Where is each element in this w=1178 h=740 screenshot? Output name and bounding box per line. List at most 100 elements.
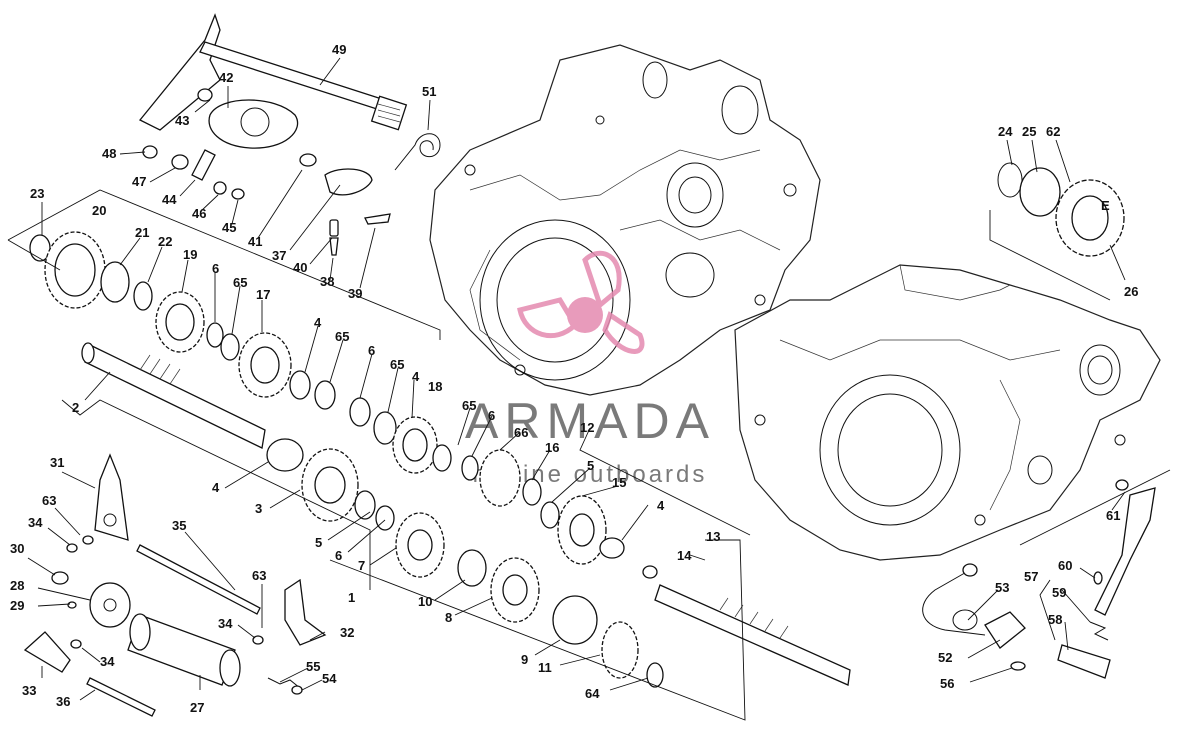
callout-43: 43 xyxy=(175,113,189,128)
sensor-53 xyxy=(922,563,1026,671)
gearshift-shaft xyxy=(138,13,408,131)
callout-19: 19 xyxy=(183,247,197,262)
callout-8: 8 xyxy=(445,610,452,625)
callout-44: 44 xyxy=(162,192,177,207)
callout-22: 22 xyxy=(158,234,172,249)
callout-53: 53 xyxy=(995,580,1009,595)
callout-31: 31 xyxy=(50,455,64,470)
callout-24: 24 xyxy=(998,124,1013,139)
callout-34: 34 xyxy=(28,515,43,530)
callout-28: 28 xyxy=(10,578,24,593)
callout-6: 6 xyxy=(212,261,219,276)
callout-12: 12 xyxy=(580,420,594,435)
callout-35: 35 xyxy=(172,518,186,533)
callout-25: 25 xyxy=(1022,124,1036,139)
callout-42: 42 xyxy=(219,70,233,85)
crankcase-right-half xyxy=(734,264,1161,561)
callout-39: 39 xyxy=(348,286,362,301)
shift-fork-32 xyxy=(284,578,327,646)
callout-1: 1 xyxy=(348,590,355,605)
callout-46: 46 xyxy=(192,206,206,221)
callout-5: 5 xyxy=(315,535,322,550)
shift-drum-27 xyxy=(127,613,241,687)
callout-29: 29 xyxy=(10,598,24,613)
callout-41: 41 xyxy=(248,234,262,249)
return-spring xyxy=(394,133,441,171)
callout-4: 4 xyxy=(314,315,322,330)
callout-63: 63 xyxy=(42,493,56,508)
callout-4: 4 xyxy=(212,480,220,495)
callout-7: 7 xyxy=(358,558,365,573)
shift-fork-31 xyxy=(94,453,129,541)
callout-65: 65 xyxy=(233,275,247,290)
detent-wheel-28 xyxy=(89,582,131,628)
callout-55: 55 xyxy=(306,659,320,674)
callout-45: 45 xyxy=(222,220,236,235)
callout-65: 65 xyxy=(335,329,349,344)
callout-66: 66 xyxy=(514,425,528,440)
callout-6: 6 xyxy=(335,548,342,563)
callout-65: 65 xyxy=(390,357,404,372)
fork-rod-35 xyxy=(136,544,261,615)
callout-34: 34 xyxy=(218,616,233,631)
callout-54: 54 xyxy=(322,671,337,686)
callout-6: 6 xyxy=(488,408,495,423)
callout-16: 16 xyxy=(545,440,559,455)
main-shaft xyxy=(81,342,304,472)
small-hardware-top xyxy=(142,88,391,256)
callout-2: 2 xyxy=(72,400,79,415)
gear-set xyxy=(29,231,625,565)
callout-4: 4 xyxy=(657,498,665,513)
callout-5: 5 xyxy=(587,458,594,473)
callout-33: 33 xyxy=(22,683,36,698)
callout-18: 18 xyxy=(428,379,442,394)
callout-40: 40 xyxy=(293,260,307,275)
watermark-logo xyxy=(517,250,645,354)
watermark-title: ARMADA xyxy=(465,393,715,449)
callout-52: 52 xyxy=(938,650,952,665)
callout-58: 58 xyxy=(1048,612,1062,627)
callout-20: 20 xyxy=(92,203,106,218)
callout-37: 37 xyxy=(272,248,286,263)
callout-34: 34 xyxy=(100,654,115,669)
callout-15: 15 xyxy=(612,475,626,490)
small-pins xyxy=(51,535,303,695)
callout-3: 3 xyxy=(255,501,262,516)
callout-48: 48 xyxy=(102,146,116,161)
shift-plate xyxy=(208,99,299,149)
callout-47: 47 xyxy=(132,174,146,189)
callout-13: 13 xyxy=(706,529,720,544)
callout-14: 14 xyxy=(677,548,692,563)
kickstart-lever xyxy=(1057,479,1156,679)
callout-61: 61 xyxy=(1106,508,1120,523)
callout-30: 30 xyxy=(10,541,24,556)
callout-57: 57 xyxy=(1024,569,1038,584)
callout-23: 23 xyxy=(30,186,44,201)
leader-lines xyxy=(7,57,1171,721)
callout-10: 10 xyxy=(418,594,432,609)
callout-21: 21 xyxy=(135,225,149,240)
fork-rod-36 xyxy=(86,677,156,717)
callout-60: 60 xyxy=(1058,558,1072,573)
gear-marking: E xyxy=(1101,198,1110,213)
callout-36: 36 xyxy=(56,694,70,709)
callout-49: 49 xyxy=(332,42,346,57)
callout-59: 59 xyxy=(1052,585,1066,600)
callout-56: 56 xyxy=(940,676,954,691)
callout-64: 64 xyxy=(585,686,600,701)
callout-6: 6 xyxy=(368,343,375,358)
callout-11: 11 xyxy=(538,660,552,675)
shift-fork-33 xyxy=(23,631,71,673)
callout-27: 27 xyxy=(190,700,204,715)
countershaft xyxy=(642,565,851,686)
callout-32: 32 xyxy=(340,625,354,640)
callout-26: 26 xyxy=(1124,284,1138,299)
gear-set-lower xyxy=(301,448,664,688)
sprocket-assembly: E xyxy=(997,162,1125,257)
callout-labels: 49 42 43 51 48 47 44 46 45 41 37 40 38 3… xyxy=(10,42,1138,715)
callout-63: 63 xyxy=(252,568,266,583)
callout-17: 17 xyxy=(256,287,270,302)
callout-4: 4 xyxy=(412,369,420,384)
